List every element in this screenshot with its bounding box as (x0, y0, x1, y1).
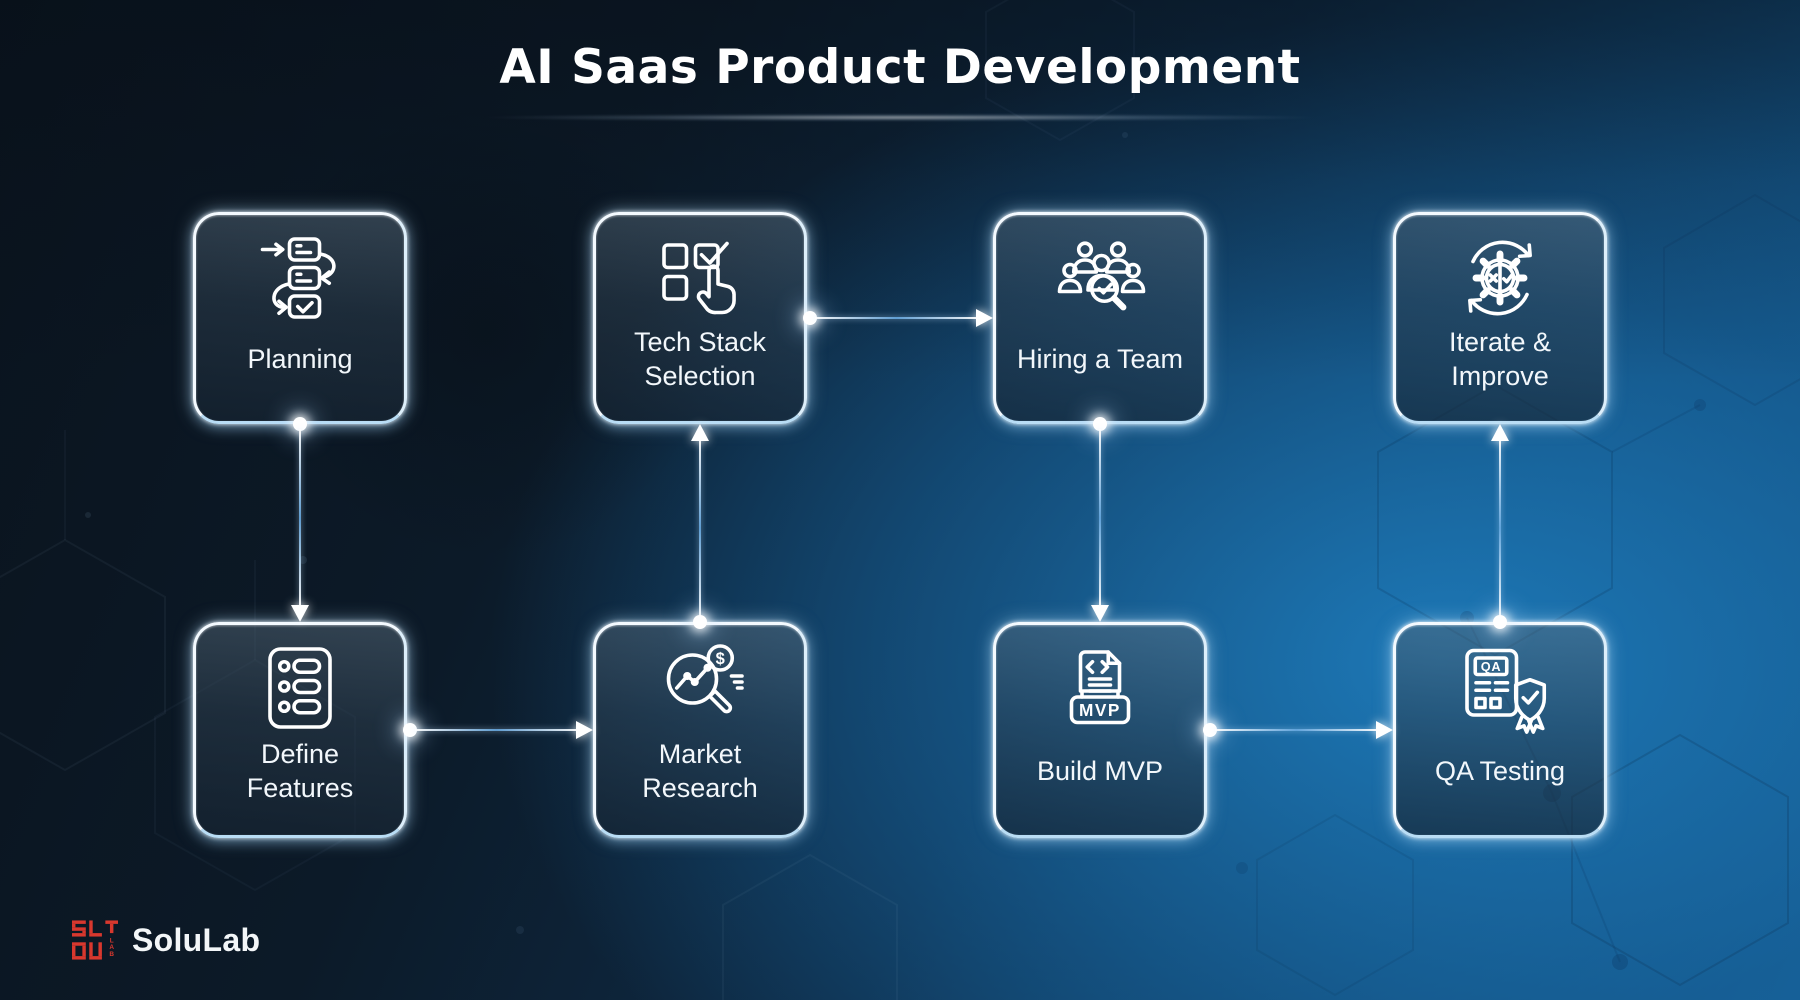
connector-dot (403, 723, 417, 737)
connector-planning-to-define-features (291, 417, 309, 622)
node-build-mvp: MVP Build MVP (993, 622, 1207, 838)
svg-text:L: L (110, 937, 114, 944)
solulab-logo-mark-icon: LAB (72, 920, 118, 960)
connector-dot (693, 615, 707, 629)
feature-list-icon (252, 641, 348, 735)
mvp-document-icon: MVP (1052, 641, 1148, 735)
checklist-tap-icon (652, 231, 748, 325)
connector-arrowhead-icon (576, 721, 593, 739)
connector-line (298, 429, 302, 607)
svg-text:$: $ (716, 650, 725, 668)
node-market-research: $ Market Research (593, 622, 807, 838)
connector-dot (803, 311, 817, 325)
team-search-icon (1052, 231, 1148, 325)
node-hiring-a-team: Hiring a Team (993, 212, 1207, 424)
page-title: AI Saas Product Development (499, 40, 1301, 95)
svg-text:QA: QA (1481, 659, 1502, 674)
connector-qa-testing-to-iterate-improve (1491, 424, 1509, 629)
title-light-streak (480, 114, 1320, 121)
connector-hiring-a-team-to-build-mvp (1091, 417, 1109, 622)
connector-dot (293, 417, 307, 431)
solulab-logo-text: SoluLab (132, 921, 261, 958)
node-define-features: Define Features (193, 622, 407, 838)
node-qa-testing: QA QA Testing (1393, 622, 1607, 838)
svg-text:B: B (109, 951, 114, 958)
connector-line (698, 439, 702, 617)
node-label: QA Testing (1434, 756, 1566, 787)
node-label: Build MVP (1036, 756, 1164, 787)
node-label: Define Features (246, 739, 354, 803)
connector-arrowhead-icon (291, 605, 309, 622)
connector-line (1098, 429, 1102, 607)
connector-market-research-to-tech-stack-selection (691, 424, 709, 629)
node-label: Market Research (642, 739, 758, 803)
iterate-gear-icon (1452, 231, 1548, 325)
svg-text:A: A (109, 944, 114, 951)
node-label: Tech Stack Selection (633, 327, 767, 391)
node-tech-stack-selection: Tech Stack Selection (593, 212, 807, 424)
svg-text:MVP: MVP (1079, 700, 1121, 720)
connector-define-features-to-market-research (403, 721, 593, 739)
connector-arrowhead-icon (1376, 721, 1393, 739)
connector-tech-stack-selection-to-hiring-a-team (803, 309, 993, 327)
node-label: Iterate & Improve (1448, 327, 1552, 391)
workflow-icon (252, 231, 348, 325)
node-label: Planning (247, 344, 353, 375)
qa-shield-icon: QA (1452, 641, 1548, 735)
connector-dot (1203, 723, 1217, 737)
connector-arrowhead-icon (691, 424, 709, 441)
connector-line (815, 316, 978, 320)
connector-dot (1493, 615, 1507, 629)
node-label: Hiring a Team (1016, 344, 1184, 375)
connector-arrowhead-icon (1091, 605, 1109, 622)
connector-line (1215, 728, 1378, 732)
connector-build-mvp-to-qa-testing (1203, 721, 1393, 739)
connector-line (415, 728, 578, 732)
market-magnifier-icon: $ (652, 641, 748, 735)
connector-arrowhead-icon (976, 309, 993, 327)
connector-arrowhead-icon (1491, 424, 1509, 441)
connector-dot (1093, 417, 1107, 431)
node-iterate-improve: Iterate & Improve (1393, 212, 1607, 424)
connector-line (1498, 439, 1502, 617)
node-planning: Planning (193, 212, 407, 424)
